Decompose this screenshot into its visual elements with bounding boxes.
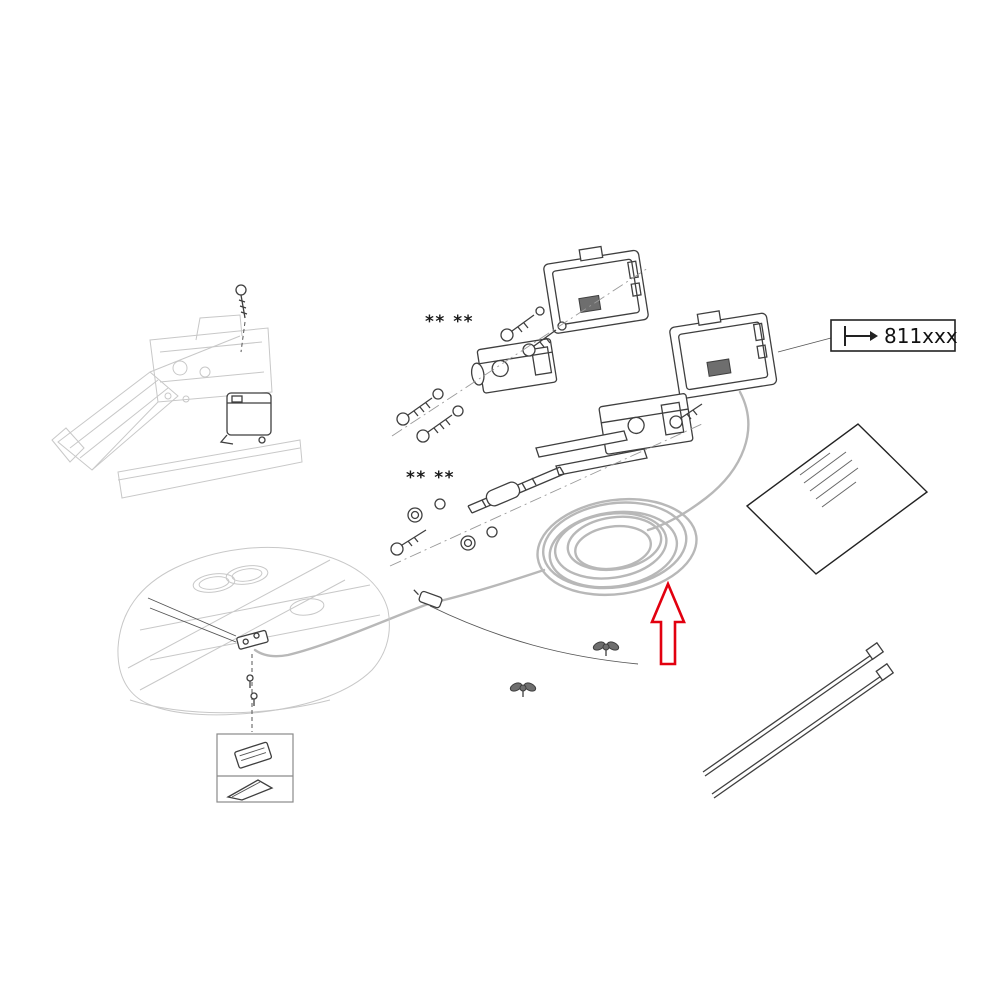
fitting-screws: [246, 674, 258, 706]
cable-connector: [413, 589, 443, 609]
label-sticker-box: [216, 733, 294, 803]
wing-nut-1: [592, 641, 620, 656]
tank-assembly: [117, 546, 390, 732]
bolts-bracket-1: [396, 388, 464, 443]
tank-fitting: [147, 597, 269, 650]
bolts-unit-1: [500, 306, 567, 357]
marker-lower: ** **: [406, 468, 455, 488]
threaded-rod: [467, 466, 565, 514]
warning-sticker: [234, 741, 273, 769]
wing-nut-2: [509, 682, 537, 697]
highlight-arrow: [650, 580, 686, 666]
bolt-symbol-icon: [844, 326, 878, 346]
cable-ties: [702, 641, 895, 799]
control-unit-2: [389, 310, 778, 567]
control-unit-1: [391, 245, 649, 443]
blank-sticker: [226, 779, 274, 801]
cable-coil: [253, 390, 750, 665]
part-number-text: 811xxx: [884, 324, 958, 348]
fasteners-unit-2: [390, 498, 498, 556]
mounting-screw: [235, 284, 248, 353]
clamp-rails: [535, 430, 648, 476]
instruction-sheet: [745, 423, 929, 575]
part-number-label: 811xxx: [777, 319, 958, 353]
actuator-box: [219, 392, 272, 445]
marker-upper: ** **: [425, 312, 474, 332]
mount-bracket-1: [470, 338, 558, 394]
bolt-bracket-2: [669, 403, 703, 429]
coupling-assembly: [51, 314, 303, 499]
